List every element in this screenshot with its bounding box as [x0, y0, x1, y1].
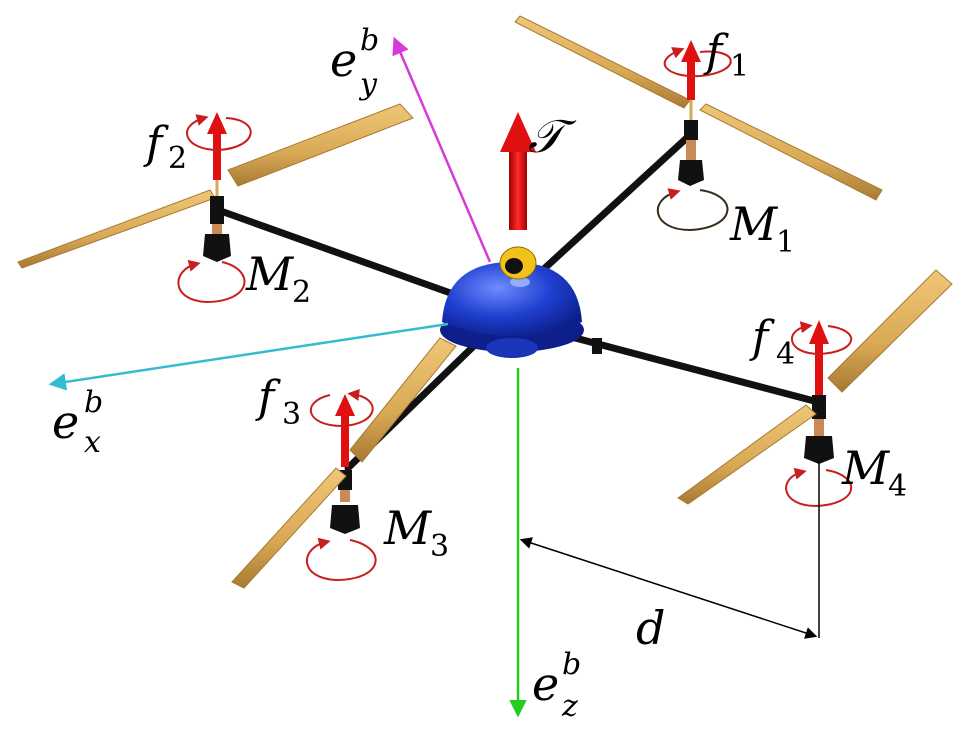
force-arrow-2: [207, 112, 227, 180]
svg-text:f: f: [143, 118, 169, 169]
f4-label: f 4: [749, 312, 795, 372]
force-3-rotation-icon: [309, 389, 374, 428]
svg-text:3: 3: [282, 397, 301, 432]
force-2-rotation-icon: [186, 114, 252, 152]
M3-label: M 3: [383, 501, 449, 564]
central-hub: [440, 262, 584, 358]
camera: [499, 246, 537, 280]
svg-text:e: e: [330, 33, 357, 87]
distance-label: d: [636, 601, 665, 655]
rotor-3-blades: [231, 337, 457, 589]
rotor-4-blades: [677, 269, 953, 505]
ey-label: e b y: [330, 23, 379, 102]
svg-text:b: b: [84, 385, 103, 420]
force-arrow-1: [681, 40, 701, 100]
svg-text:2: 2: [168, 141, 187, 176]
force-4-rotation-icon: [791, 321, 852, 356]
moment-4-rotation-icon: [785, 467, 853, 508]
svg-text:f: f: [749, 312, 775, 363]
ex-axis-arrow: [48, 322, 449, 391]
moment-3-rotation-icon: [306, 537, 377, 582]
M2-label: M 2: [245, 247, 311, 310]
motor-1: [678, 100, 704, 186]
distance-dimension-arrow: [519, 537, 818, 639]
ex-label: e b x: [52, 385, 103, 460]
svg-text:1: 1: [776, 225, 795, 260]
svg-text:f: f: [255, 372, 281, 423]
force-arrow-4: [809, 320, 829, 395]
moment-2-rotation-icon: [177, 259, 246, 304]
svg-text:3: 3: [430, 529, 449, 564]
arms: [214, 131, 822, 472]
M4-label: M 4: [841, 441, 907, 504]
thrust-arrow: [500, 112, 536, 230]
svg-text:M: M: [729, 197, 779, 251]
svg-text:M: M: [245, 247, 295, 301]
svg-text:b: b: [562, 647, 581, 682]
svg-text:2: 2: [292, 275, 311, 310]
f2-label: f 2: [143, 118, 187, 176]
svg-text:x: x: [84, 425, 101, 460]
svg-text:e: e: [52, 395, 79, 449]
force-1-rotation-icon: [663, 47, 732, 78]
svg-text:4: 4: [776, 337, 795, 372]
motor-2: [203, 180, 231, 262]
force-arrow-3: [335, 394, 355, 467]
thrust-label: 𝒯: [528, 109, 577, 163]
arm-bracket: [592, 338, 602, 354]
svg-text:z: z: [561, 689, 578, 724]
ez-label: e b z: [532, 647, 581, 724]
ey-axis-arrow: [392, 36, 492, 263]
svg-text:M: M: [383, 501, 433, 555]
svg-text:1: 1: [730, 49, 749, 84]
rotor-2-blades: [17, 103, 414, 269]
svg-text:4: 4: [888, 469, 907, 504]
motor-4: [804, 395, 834, 464]
svg-text:b: b: [360, 23, 379, 58]
svg-text:M: M: [841, 441, 891, 495]
rotor-1-blades: [514, 15, 883, 201]
svg-text:y: y: [358, 67, 378, 102]
moment-1-rotation-icon: [656, 188, 729, 232]
svg-text:e: e: [532, 657, 559, 711]
M1-label: M 1: [729, 197, 795, 260]
f3-label: f 3: [255, 372, 301, 432]
